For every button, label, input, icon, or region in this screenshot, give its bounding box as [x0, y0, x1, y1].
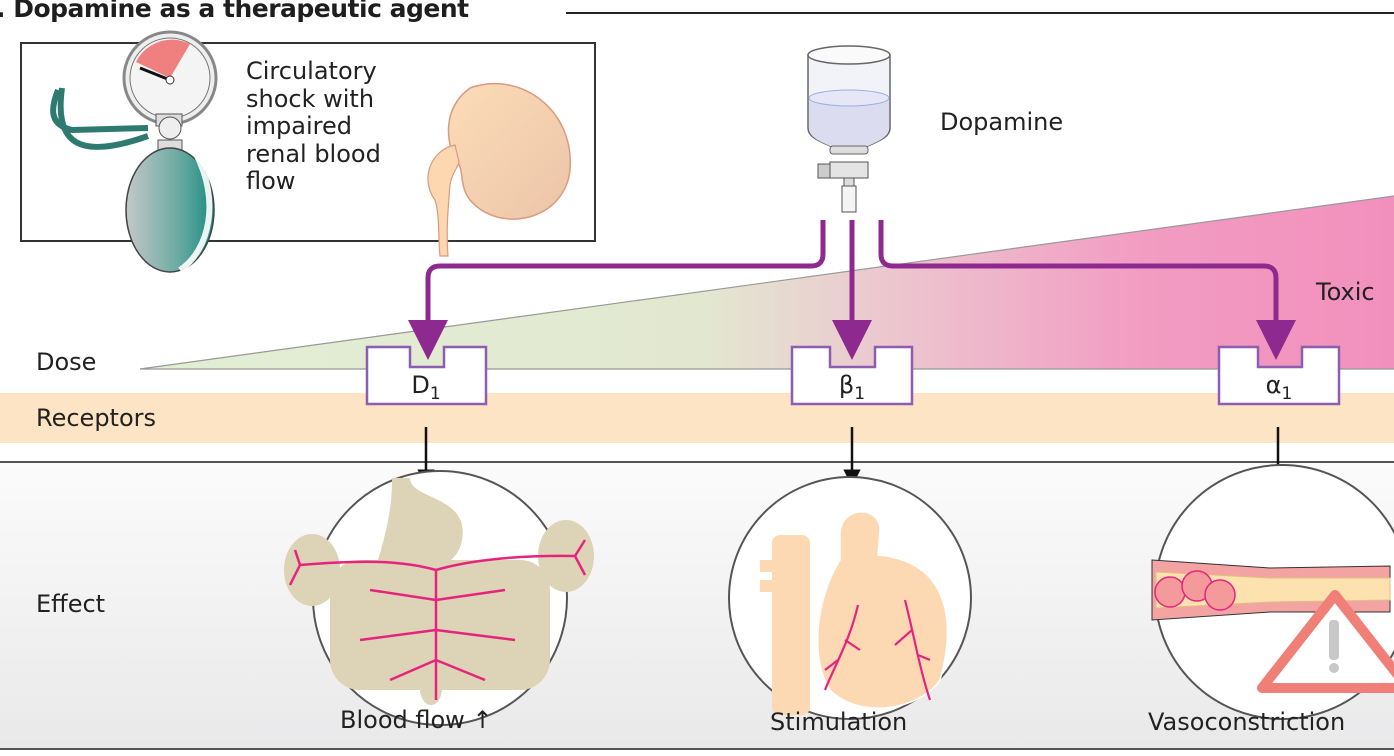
arrow-to-alpha1 — [878, 220, 1296, 360]
dose-label: Dose — [36, 348, 97, 376]
effect-arrows — [417, 427, 1287, 487]
effect-stimulation: Stimulation — [770, 708, 908, 736]
receptor-symbol: α — [1265, 371, 1282, 399]
effect-blood-flow: Blood flow ↑ — [340, 706, 493, 734]
receptor-d1-label: D1 — [366, 371, 486, 404]
receptor-symbol: D — [411, 371, 430, 399]
title-rule — [566, 12, 1394, 14]
kidney-icon — [427, 82, 571, 257]
condition-line: shock with — [246, 84, 375, 113]
receptor-beta1-label: β1 — [792, 371, 912, 404]
receptors-label: Receptors — [36, 404, 157, 432]
condition-line: Circulatory — [246, 57, 377, 85]
effect-vasoconstriction: Vasoconstriction — [1148, 708, 1346, 736]
dose-arrows — [408, 220, 1296, 360]
increase-arrow-icon: ↑ — [472, 706, 493, 734]
condition-line: flow — [246, 167, 296, 195]
receptor-subscript: 1 — [1281, 383, 1293, 404]
drug-label: Dopamine — [940, 108, 1064, 136]
effect-label: Effect — [36, 590, 106, 618]
warning-icon — [1257, 590, 1394, 693]
figure-title: . Dopamine as a therapeutic agent — [0, 0, 469, 23]
heart-icon — [728, 476, 972, 720]
receptor-band — [0, 393, 1394, 443]
receptor-subscript: 1 — [429, 383, 441, 404]
receptor-beta1 — [790, 345, 914, 406]
receptor-alpha1-label: α1 — [1219, 371, 1339, 404]
receptor-alpha1 — [1217, 345, 1341, 406]
receptor-symbol: β — [838, 371, 855, 399]
condition-line: renal blood — [246, 139, 381, 168]
iv-bottle-icon — [807, 45, 891, 213]
effect-text: Blood flow — [340, 706, 465, 734]
condition-line: impaired — [246, 112, 352, 140]
condition-text: Circulatory shock with impaired renal bl… — [246, 57, 436, 196]
receptor-subscript: 1 — [854, 383, 866, 404]
sphygmomanometer-icon — [50, 30, 218, 273]
receptor-d1 — [365, 345, 488, 406]
dose-wedge — [139, 195, 1394, 370]
toxic-label: Toxic — [1316, 278, 1375, 306]
gut-vessels-icon — [284, 470, 594, 726]
arrow-to-d1 — [408, 220, 826, 360]
